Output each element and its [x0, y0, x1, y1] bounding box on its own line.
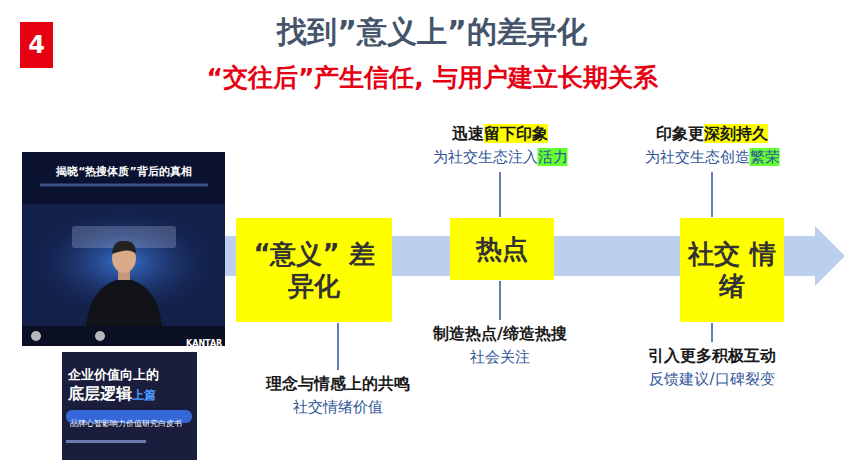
- video-title: 揭晓“热搜体质”背后的真相: [56, 165, 191, 178]
- text-line: 引入更多积极互动: [648, 346, 776, 367]
- note: 制造热点/缔造热搜: [433, 324, 567, 343]
- video-frame: [22, 152, 225, 346]
- highlight-note: 活力: [538, 148, 568, 166]
- text-line: 底层逻辑上篇: [68, 384, 156, 405]
- text-line: 迅速留下印象: [452, 124, 548, 145]
- flow-connector: [554, 236, 680, 276]
- leader-line: [499, 281, 501, 320]
- note: 理念与情感上的共鸣: [266, 374, 410, 393]
- leader-line: [711, 172, 713, 217]
- highlight-note: 繁荣: [750, 148, 780, 166]
- concept-box: 热点: [450, 218, 554, 280]
- concept-box: 社交 情绪: [680, 218, 784, 322]
- cover-line: [66, 440, 146, 443]
- note: 印象更: [656, 124, 704, 143]
- book-cover: [62, 352, 197, 460]
- note: 为社交生态注入: [433, 148, 538, 166]
- flow-band: [225, 236, 236, 276]
- text-line: 理念与情感上的共鸣: [266, 374, 410, 395]
- section-number: 4: [20, 22, 53, 68]
- cover-subtitle: 上篇: [132, 388, 156, 402]
- subtitle: “交往后”产生信任, 与用户建立长期关系: [206, 63, 657, 92]
- note: 迅速: [452, 124, 484, 143]
- note: 为社交生态创造: [645, 148, 750, 166]
- slide-title: 找到”意义上”的差异化: [277, 12, 586, 53]
- cover-title: 底层逻辑: [68, 384, 132, 403]
- leader-line: [711, 323, 713, 342]
- text-line: 企业价值向上的: [68, 364, 159, 384]
- speaker-body: [86, 278, 162, 326]
- logo-text: KANTAR: [186, 339, 222, 348]
- cover-tag: 品牌心智影响力价值研究白皮书: [70, 419, 182, 428]
- header-stripe: [40, 184, 208, 187]
- flow-arrowhead: [815, 226, 845, 286]
- box-label: 4: [28, 30, 45, 60]
- concept-box: “意义” 差异化: [236, 218, 392, 322]
- leader-line: [337, 323, 339, 370]
- leader-line: [499, 172, 501, 217]
- box-label: 社交 情绪: [686, 238, 778, 303]
- text-line: 制造热点/缔造热搜: [433, 324, 567, 345]
- video-header: [22, 152, 225, 204]
- text-line: 反馈建议/口碑裂变: [649, 369, 774, 390]
- flow-connector: [392, 236, 450, 276]
- speaker-hair: [112, 241, 136, 254]
- cover-title: 企业价值向上的: [68, 367, 159, 382]
- highlight-note: 深刻持久: [704, 124, 768, 143]
- note: 引入更多积极互动: [648, 346, 776, 365]
- text-line: “交往后”产生信任, 与用户建立长期关系: [206, 62, 657, 95]
- footer-logo: [31, 331, 41, 341]
- note: 社会关注: [470, 348, 530, 366]
- text-line: 为社交生态创造繁荣: [645, 147, 780, 168]
- highlight-note: 留下印象: [484, 124, 548, 143]
- box-label: 热点: [476, 233, 528, 266]
- text-line: 社交情绪价值: [293, 397, 383, 418]
- note: 社交情绪价值: [293, 398, 383, 416]
- text-line: KANTAR: [186, 331, 222, 350]
- text-line: 社会关注: [470, 347, 530, 368]
- text-line: 印象更深刻持久: [656, 124, 768, 145]
- text-line: 品牌心智影响力价值研究白皮书: [70, 411, 182, 430]
- footer-logo: [95, 331, 105, 341]
- flow-band: [784, 236, 816, 276]
- note: 反馈建议/口碑裂变: [649, 370, 774, 388]
- box-label: “意义” 差异化: [242, 238, 386, 303]
- text-line: 揭晓“热搜体质”背后的真相: [56, 160, 191, 179]
- text-line: 为社交生态注入活力: [433, 147, 568, 168]
